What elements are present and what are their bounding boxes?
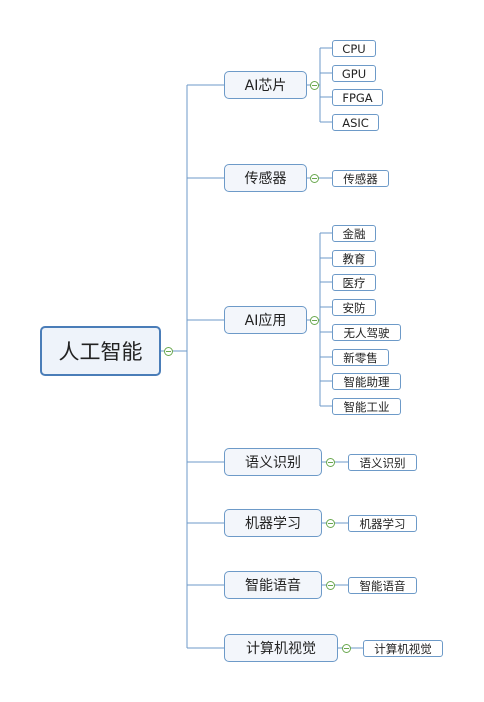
collapse-toggle-icon[interactable] — [326, 581, 335, 590]
subtopic-machine-learning[interactable]: 机器学习 — [348, 515, 417, 532]
subtopic-speech[interactable]: 智能语音 — [348, 577, 417, 594]
topic-machine-learning[interactable]: 机器学习 — [224, 509, 322, 537]
collapse-toggle-icon[interactable] — [326, 458, 335, 467]
subtopic-semantic-recognition[interactable]: 语义识别 — [348, 454, 417, 471]
collapse-toggle-icon[interactable] — [310, 81, 319, 90]
subtopic-sensor[interactable]: 传感器 — [332, 170, 389, 187]
topic-speech[interactable]: 智能语音 — [224, 571, 322, 599]
subtopic-security[interactable]: 安防 — [332, 299, 376, 316]
topic-sensor[interactable]: 传感器 — [224, 164, 307, 192]
collapse-toggle-icon[interactable] — [310, 316, 319, 325]
subtopic-gpu[interactable]: GPU — [332, 65, 376, 82]
subtopic-finance[interactable]: 金融 — [332, 225, 376, 242]
topic-ai-chip[interactable]: AI芯片 — [224, 71, 307, 99]
subtopic-smart-industry[interactable]: 智能工业 — [332, 398, 401, 415]
subtopic-new-retail[interactable]: 新零售 — [332, 349, 389, 366]
topic-ai-application[interactable]: AI应用 — [224, 306, 307, 334]
collapse-toggle-icon[interactable] — [164, 347, 173, 356]
root-topic[interactable]: 人工智能 — [40, 326, 161, 376]
subtopic-education[interactable]: 教育 — [332, 250, 376, 267]
subtopic-asic[interactable]: ASIC — [332, 114, 379, 131]
topic-computer-vision[interactable]: 计算机视觉 — [224, 634, 338, 662]
subtopic-cpu[interactable]: CPU — [332, 40, 376, 57]
subtopic-fpga[interactable]: FPGA — [332, 89, 383, 106]
subtopic-smart-assistant[interactable]: 智能助理 — [332, 373, 401, 390]
subtopic-computer-vision[interactable]: 计算机视觉 — [363, 640, 443, 657]
collapse-toggle-icon[interactable] — [326, 519, 335, 528]
topic-semantic-recognition[interactable]: 语义识别 — [224, 448, 322, 476]
subtopic-autonomous-driving[interactable]: 无人驾驶 — [332, 324, 401, 341]
collapse-toggle-icon[interactable] — [310, 174, 319, 183]
collapse-toggle-icon[interactable] — [342, 644, 351, 653]
subtopic-medical[interactable]: 医疗 — [332, 274, 376, 291]
